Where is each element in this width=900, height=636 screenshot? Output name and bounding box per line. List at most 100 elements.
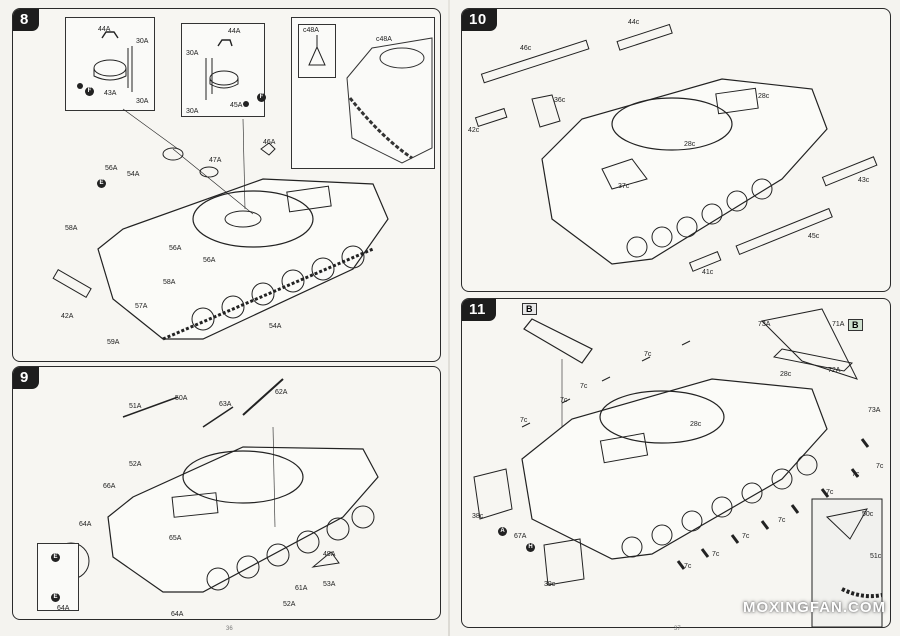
page-number-left: 36 xyxy=(226,626,233,632)
part-label: 7c xyxy=(644,351,652,358)
part-label: 30A xyxy=(186,108,199,115)
detail-box-label: B xyxy=(848,319,863,331)
part-label: 72A xyxy=(828,367,841,374)
part-label: 7c xyxy=(520,417,528,424)
part-label: 59A xyxy=(107,339,120,346)
part-label: 44A xyxy=(98,26,111,33)
part-label: 52A xyxy=(283,601,296,608)
part-label: 39c xyxy=(544,581,556,588)
part-label: 56A xyxy=(203,257,216,264)
part-label: 7c xyxy=(852,471,860,478)
part-label: 63A xyxy=(219,401,232,408)
step-number: 8 xyxy=(13,9,39,31)
part-label: 7c xyxy=(684,563,692,570)
part-label: 62A xyxy=(275,389,288,396)
inset-detail-hatch-2: 44A 30A 45A 30A xyxy=(181,23,265,117)
part-label: 54A xyxy=(127,171,140,178)
step-11-panel: 11 B B 73A 71A 72A 73A 28c xyxy=(461,298,891,628)
part-label: c48A xyxy=(303,27,319,34)
part-label: 7c xyxy=(712,551,720,558)
part-label: 58A xyxy=(65,225,78,232)
part-label: 42c xyxy=(468,127,480,134)
marker-circle: F xyxy=(257,93,266,102)
step-9-panel: 9 51A 50A 63A 62A 52A 66A 64A 65A 49A 53… xyxy=(12,366,441,620)
part-label: 44c xyxy=(628,19,640,26)
part-label: 58A xyxy=(163,279,176,286)
marker-circle: E xyxy=(51,593,60,602)
marker-circle: A xyxy=(498,527,507,536)
part-label: 56A xyxy=(169,245,182,252)
part-label: 7c xyxy=(580,383,588,390)
marker-circle: E xyxy=(51,553,60,562)
part-label: 42A xyxy=(61,313,74,320)
part-label: 64A xyxy=(57,605,70,612)
page-fold xyxy=(448,0,450,636)
step-9-tank-drawing xyxy=(52,378,379,593)
step-11-tank-drawing xyxy=(473,308,883,627)
part-label: 53A xyxy=(323,581,336,588)
part-label: 51c xyxy=(870,553,882,560)
part-label: 45A xyxy=(230,102,243,109)
inset-detail-hatch-1: 44A 30A 43A 30A xyxy=(65,17,155,111)
part-label: 28c xyxy=(690,421,702,428)
part-label: 30A xyxy=(136,98,149,105)
part-label: 61A xyxy=(295,585,308,592)
part-label: 28c xyxy=(684,141,696,148)
part-label: 64A xyxy=(171,611,184,618)
marker-circle: H xyxy=(526,543,535,552)
part-label: 52A xyxy=(129,461,142,468)
part-label: 7c xyxy=(778,517,786,524)
part-label: 46c xyxy=(520,45,532,52)
step-number: 9 xyxy=(13,367,39,389)
part-label: 73A xyxy=(758,321,771,328)
part-label: 46A xyxy=(263,139,276,146)
part-label: 7c xyxy=(826,489,834,496)
part-label: 71A xyxy=(832,321,845,328)
part-label: 51A xyxy=(129,403,142,410)
part-label: 28c xyxy=(780,371,792,378)
marker-circle: E xyxy=(97,179,106,188)
tank-front-drawing xyxy=(346,37,433,164)
part-label: 49A xyxy=(323,551,336,558)
part-label: 41c xyxy=(702,269,714,276)
step-10-panel: 10 44c 46c 36c 42c 28c 28c 37c 43c 45c 4… xyxy=(461,8,891,292)
hatch-drawing-2 xyxy=(205,39,249,107)
step-8-panel: 8 44A 30A 43A 30A 44A 30A 45A 30A xyxy=(12,8,441,362)
part-label: 7c xyxy=(876,463,884,470)
part-label: c48A xyxy=(376,36,392,43)
detail-box-label: B xyxy=(522,303,537,315)
part-label: 65A xyxy=(169,535,182,542)
part-label: 64A xyxy=(79,521,92,528)
part-label: 56A xyxy=(105,165,118,172)
step-number: 10 xyxy=(462,9,497,31)
step-10-tank-drawing xyxy=(474,23,878,272)
part-label: 54A xyxy=(269,323,282,330)
part-label: 47A xyxy=(209,157,222,164)
part-label: 43A xyxy=(104,90,117,97)
part-label: 28c xyxy=(758,93,770,100)
part-label: 50A xyxy=(175,395,188,402)
part-label: 38c xyxy=(472,513,484,520)
part-label: 66A xyxy=(103,483,116,490)
inset-detail-front: c48A c48A xyxy=(291,17,435,169)
part-label: 7c xyxy=(742,533,750,540)
part-label: 57A xyxy=(135,303,148,310)
part-label: 30A xyxy=(136,38,149,45)
watermark-logo: MOXINGFAN.COM xyxy=(743,599,886,616)
part-label: 73A xyxy=(868,407,881,414)
hatch-drawing-1 xyxy=(77,31,133,92)
part-label: 45c xyxy=(808,233,820,240)
step-number: 11 xyxy=(462,299,496,321)
inset-part-c48: c48A xyxy=(298,24,336,78)
part-label: 43c xyxy=(858,177,870,184)
part-label: 37c xyxy=(618,183,630,190)
step-8-tank-drawing xyxy=(52,108,389,341)
marker-circle: F xyxy=(85,87,94,96)
part-label: 7c xyxy=(560,397,568,404)
part-label: 30A xyxy=(186,50,199,57)
part-label: 36c xyxy=(554,97,566,104)
page-number-right: 37 xyxy=(674,626,681,632)
part-label: 44A xyxy=(228,28,241,35)
part-label: 67A xyxy=(514,533,527,540)
part-label: 50c xyxy=(862,511,874,518)
